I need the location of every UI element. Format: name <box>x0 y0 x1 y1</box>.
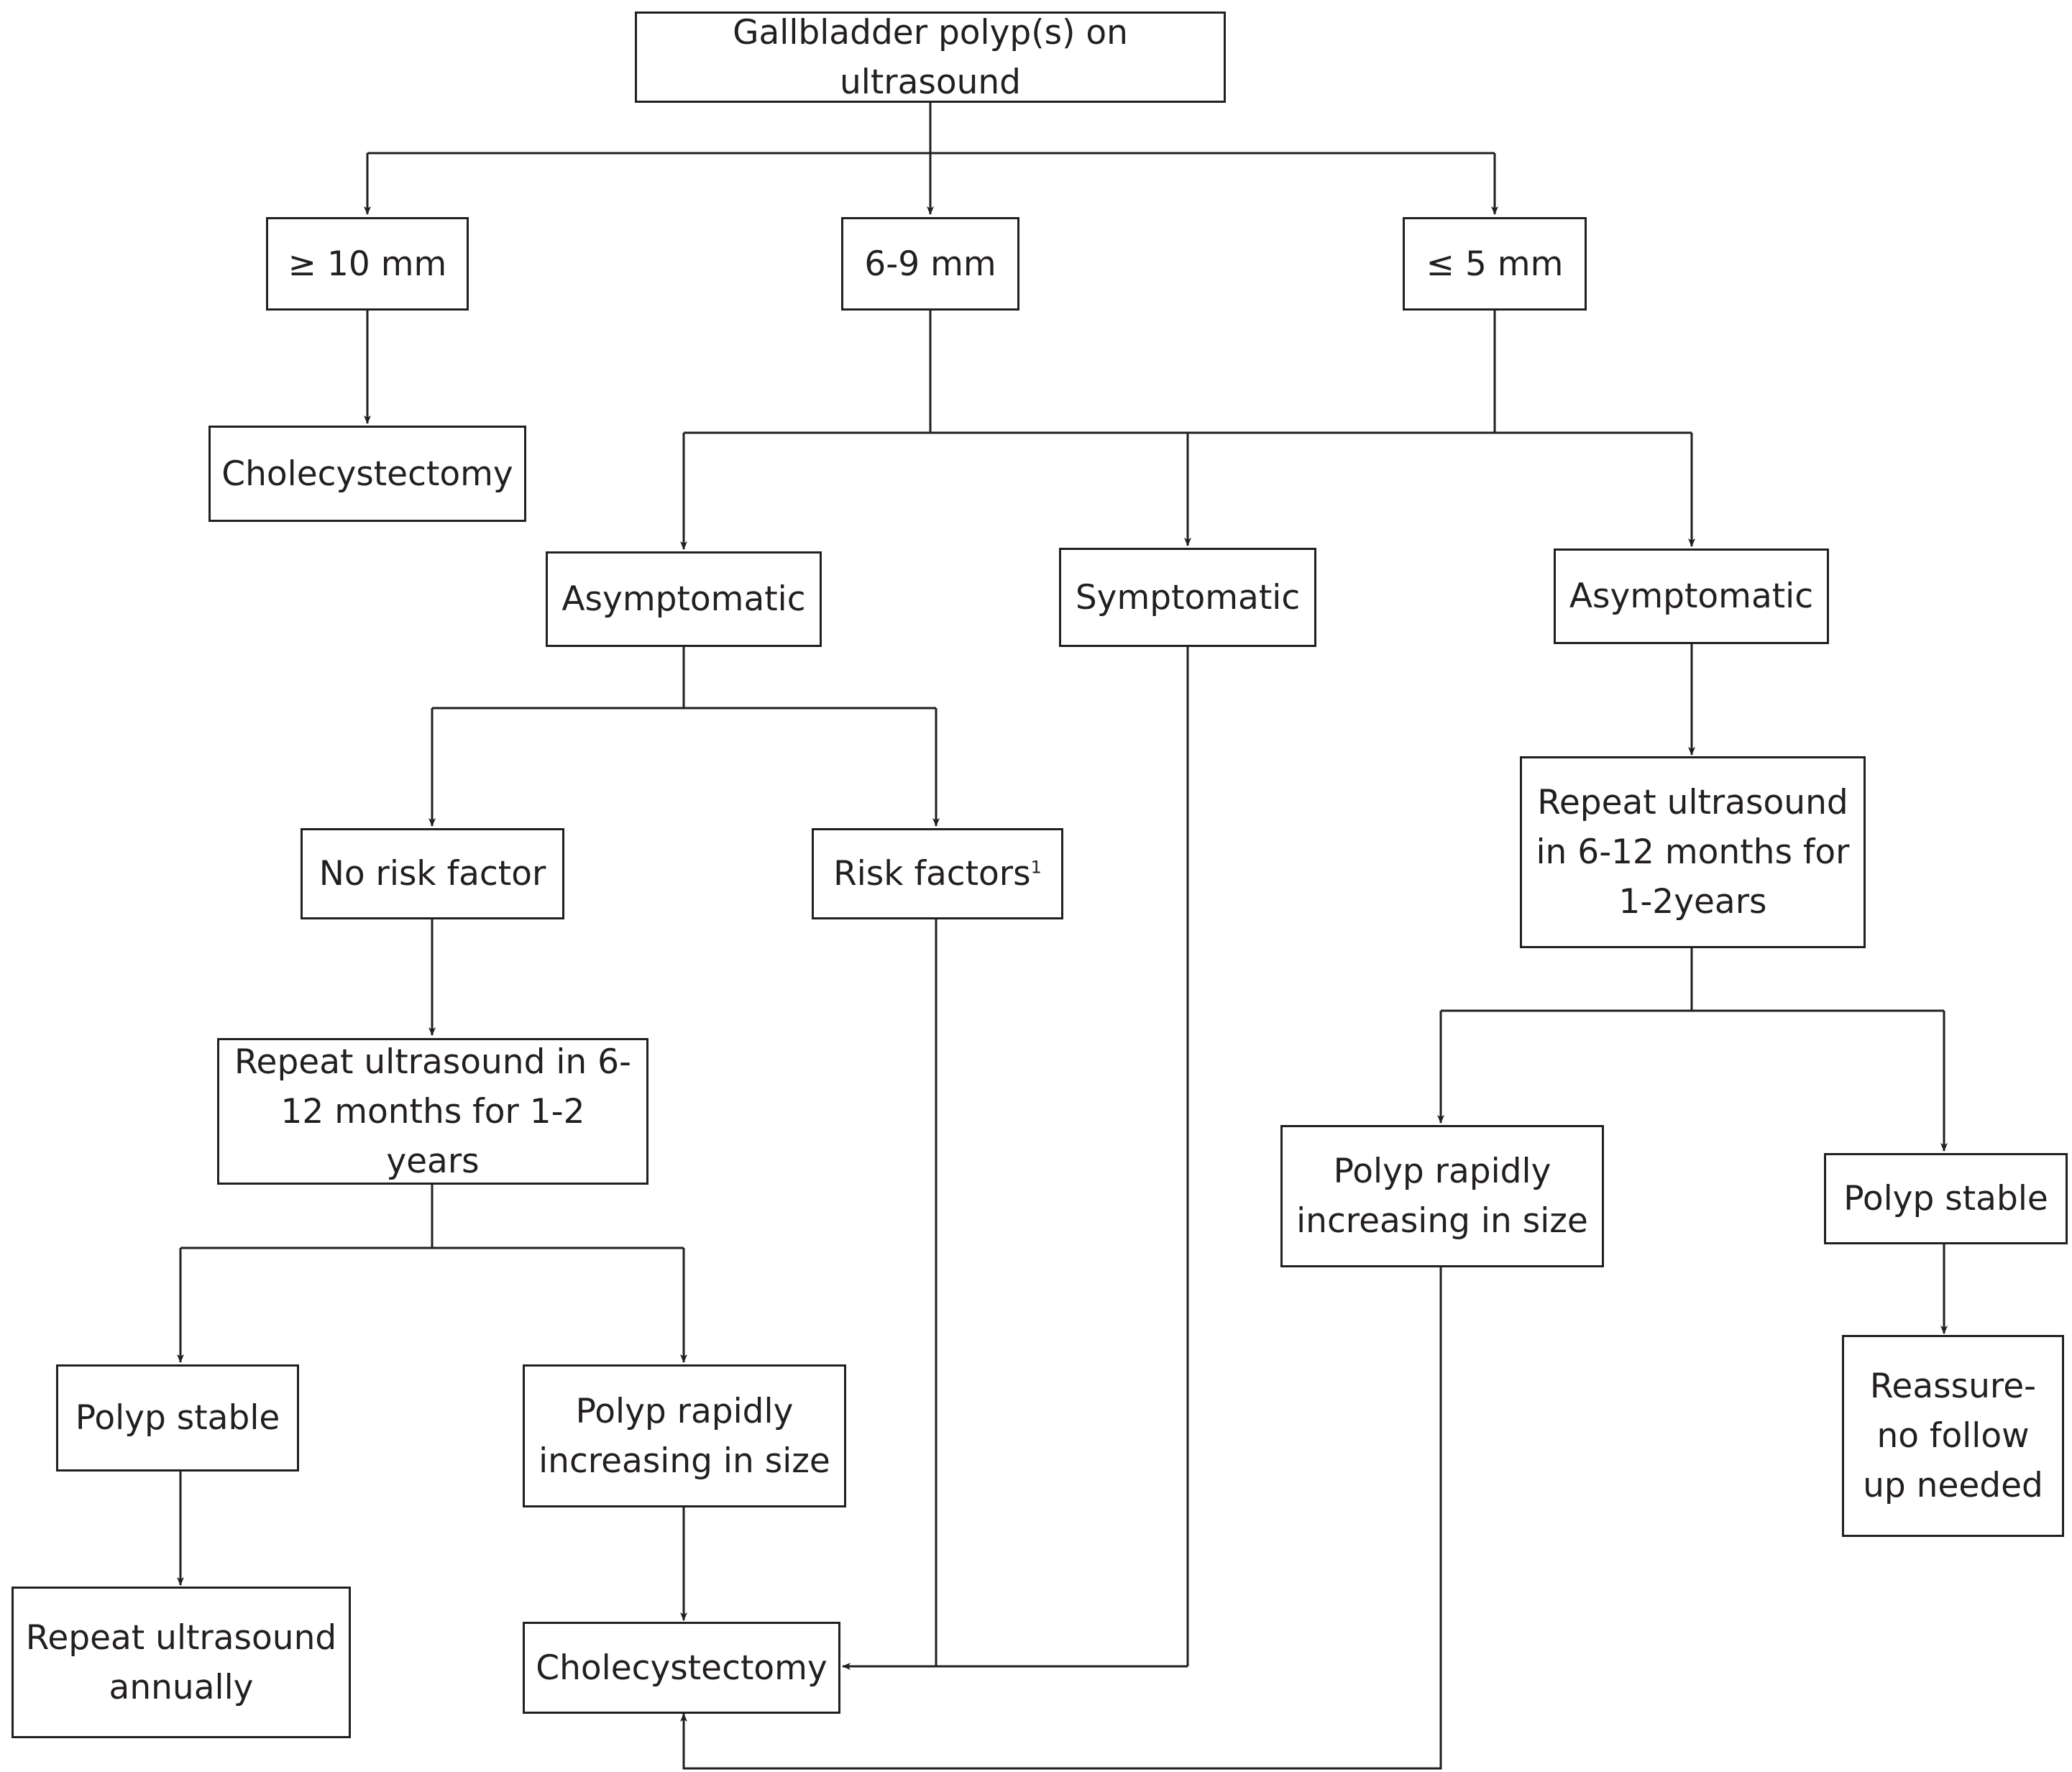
repeat-ultrasound-left-label: Repeat ultrasound in 6-12 months for 1-2… <box>234 1042 632 1181</box>
repeat-ultrasound-left-node: Repeat ultrasound in 6-12 months for 1-2… <box>217 1038 648 1185</box>
arrow-to-chole-bottom-from-below <box>680 1267 1442 1770</box>
polyp-rapid-right-label: Polyp rapidly increasing in size <box>1296 1152 1588 1241</box>
risk-factors-node: Risk factors1 <box>812 828 1063 919</box>
root-node: Gallbladder polyp(s) on ultrasound <box>635 12 1226 103</box>
asymptomatic-right-label: Asymptomatic <box>1569 577 1814 616</box>
asymptomatic-right-node: Asymptomatic <box>1554 548 1829 644</box>
polyp-stable-right-node: Polyp stable <box>1824 1153 2068 1244</box>
size-large-node: ≥ 10 mm <box>266 217 469 311</box>
polyp-rapid-left-node: Polyp rapidly increasing in size <box>523 1364 846 1507</box>
cholecystectomy-bottom-node: Cholecystectomy <box>523 1622 840 1714</box>
size-mid-label: 6-9 mm <box>864 244 996 284</box>
repeat-annual-label: Repeat ultrasound annually <box>25 1617 337 1707</box>
symptomatic-node: Symptomatic <box>1059 548 1316 647</box>
cholecystectomy-top-label: Cholecystectomy <box>221 454 513 494</box>
risk-factors-text: Risk factors <box>833 854 1031 894</box>
reassure-node: Reassure- no follow up needed <box>1842 1335 2064 1537</box>
root-label: Gallbladder polyp(s) on ultrasound <box>733 12 1128 102</box>
repeat-annual-node: Repeat ultrasound annually <box>12 1587 351 1738</box>
size-small-node: ≤ 5 mm <box>1403 217 1587 311</box>
polyp-stable-right-label: Polyp stable <box>1843 1179 2048 1218</box>
size-small-label: ≤ 5 mm <box>1426 244 1564 284</box>
polyp-rapid-right-node: Polyp rapidly increasing in size <box>1280 1125 1604 1267</box>
risk-factors-label: Risk factors1 <box>833 849 1042 899</box>
risk-factors-footnote-marker: 1 <box>1030 857 1042 878</box>
symptomatic-label: Symptomatic <box>1075 577 1301 618</box>
cholecystectomy-bottom-label: Cholecystectomy <box>536 1648 828 1688</box>
repeat-ultrasound-right-label: Repeat ultrasound in 6-12 months for 1-2… <box>1536 783 1850 922</box>
polyp-stable-left-node: Polyp stable <box>56 1364 299 1472</box>
polyp-stable-left-label: Polyp stable <box>75 1398 280 1438</box>
no-risk-factor-label: No risk factor <box>318 854 546 894</box>
polyp-rapid-left-label: Polyp rapidly increasing in size <box>538 1391 830 1481</box>
repeat-ultrasound-right-node: Repeat ultrasound in 6-12 months for 1-2… <box>1520 756 1866 948</box>
cholecystectomy-top-node: Cholecystectomy <box>208 426 526 522</box>
size-large-label: ≥ 10 mm <box>288 244 447 284</box>
reassure-label: Reassure- no follow up needed <box>1863 1367 2043 1505</box>
asymptomatic-left-node: Asymptomatic <box>546 551 822 647</box>
asymptomatic-left-label: Asymptomatic <box>561 579 806 619</box>
size-mid-node: 6-9 mm <box>841 217 1019 311</box>
no-risk-factor-node: No risk factor <box>301 828 564 919</box>
